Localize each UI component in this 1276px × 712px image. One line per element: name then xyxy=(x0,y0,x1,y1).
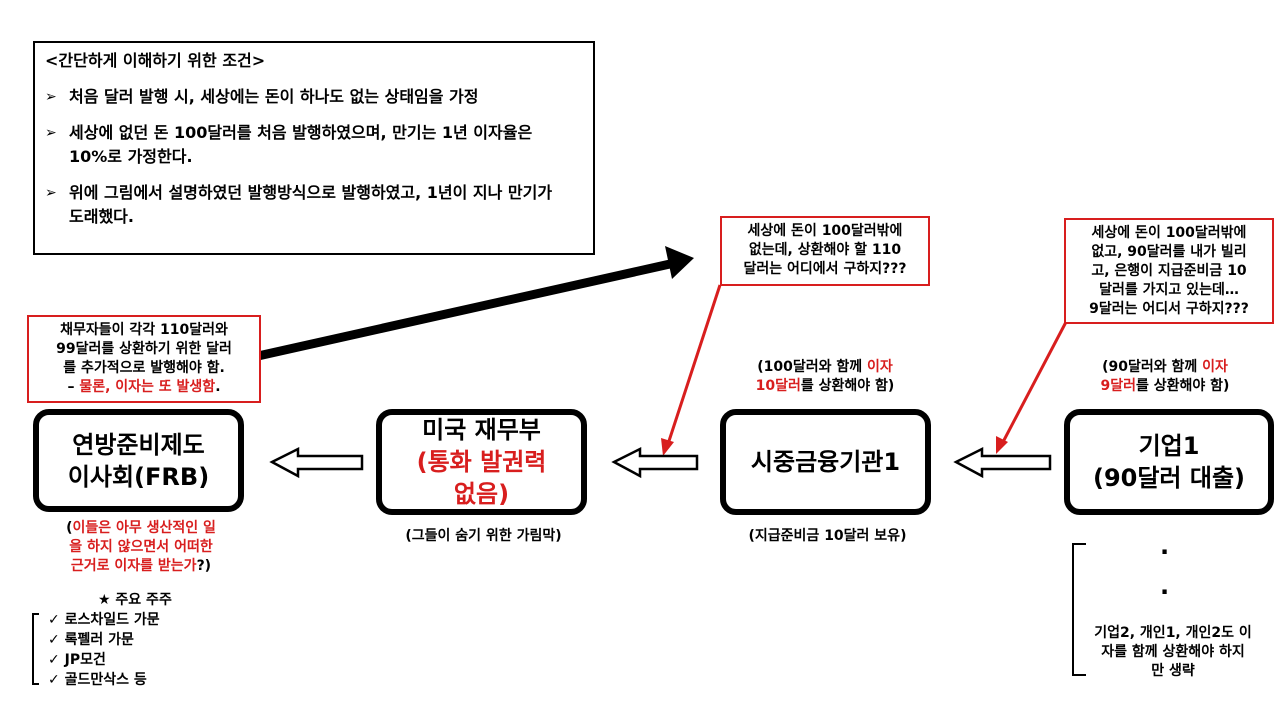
conditions-title: <간단하게 이해하기 위한 조건> xyxy=(45,51,266,70)
red-pointer-company-head xyxy=(996,436,1008,454)
shareholders-title: ★ 주요 주주 xyxy=(98,592,172,608)
bank-question-note: 세상에 돈이 100달러밖에 없는데, 상환해야 할 110 달러는 어디에서 … xyxy=(720,216,930,286)
red-pointer-bank-head xyxy=(661,438,674,456)
shareholder-item: ✓ 골드만삭스 등 xyxy=(48,672,147,688)
bank-repay-caption: (100달러와 함께 이자 10달러를 상환해야 함) xyxy=(755,359,895,394)
red-pointer-company xyxy=(1001,321,1068,443)
company-repay-caption: (90달러와 함께 이자 9달러를 상환해야 함) xyxy=(1100,359,1230,394)
shareholder-item: ✓ 로스차일드 가문 xyxy=(48,612,160,628)
company-question-note: 세상에 돈이 100달러밖에 없고, 90달러를 내가 빌리 고, 은행이 지급… xyxy=(1064,218,1274,324)
condition-item: ➢ 처음 달러 발행 시, 세상에는 돈이 하나도 없는 상태임을 가정 xyxy=(45,85,583,109)
conditions-box: <간단하게 이해하기 위한 조건> ➢ 처음 달러 발행 시, 세상에는 돈이 … xyxy=(33,41,595,255)
company-box: 기업1 (90달러 대출) xyxy=(1064,409,1274,515)
debtor-note: 채무자들이 각각 110달러와 99달러를 상환하기 위한 달러 를 추가적으로… xyxy=(27,315,261,403)
shareholders-bracket xyxy=(32,613,39,685)
black-diagonal-arrow-shaft xyxy=(257,259,671,361)
hollow-arrow-treasury-to-frb xyxy=(269,446,364,479)
hollow-arrow-company-to-bank xyxy=(953,446,1052,479)
frb-caption: (이들은 아무 생산적인 일 을 하지 않으면서 어떠한 근거로 이자를 받는가… xyxy=(66,520,216,574)
bank-box: 시중금융기관1 xyxy=(720,409,931,515)
hollow-arrow-bank-to-treasury xyxy=(611,446,699,479)
treasury-caption: (그들이 숨기 위한 가림막) xyxy=(405,528,562,544)
treasury-box: 미국 재무부 (통화 발권력 없음) xyxy=(376,409,587,515)
ellipsis-dot: · xyxy=(1160,538,1170,566)
condition-item: ➢ 위에 그림에서 설명하였던 발행방식으로 발행하였고, 1년이 지나 만기가… xyxy=(45,181,583,229)
red-pointer-bank xyxy=(666,284,722,445)
ellipsis-dot: · xyxy=(1160,578,1170,606)
shareholder-item: ✓ 록펠러 가문 xyxy=(48,632,134,648)
others-bracket xyxy=(1072,543,1086,676)
condition-item: ➢ 세상에 없던 돈 100달러를 처음 발행하였으며, 만기는 1년 이자율은… xyxy=(45,121,583,169)
frb-box: 연방준비제도 이사회(FRB) xyxy=(33,409,244,512)
black-diagonal-arrow-head xyxy=(665,246,694,279)
bank-caption: (지급준비금 10달러 보유) xyxy=(748,528,907,544)
shareholder-item: ✓ JP모건 xyxy=(48,652,106,668)
arrow-bullet-icon: ➢ xyxy=(45,125,57,141)
shareholders-list: ★ 주요 주주 ✓ 로스차일드 가문 ✓ 록펠러 가문 ✓ JP모건 ✓ 골드만… xyxy=(32,590,232,690)
arrow-bullet-icon: ➢ xyxy=(45,89,57,105)
others-note: 기업2, 개인1, 개인2도 이 자를 함께 상환해야 하지 만 생략 xyxy=(1094,625,1252,679)
arrow-bullet-icon: ➢ xyxy=(45,185,57,201)
